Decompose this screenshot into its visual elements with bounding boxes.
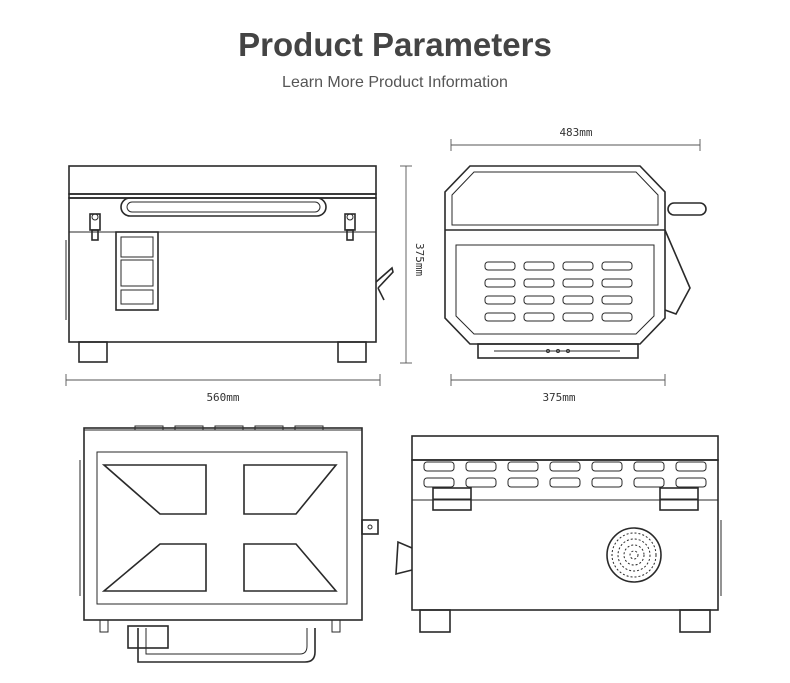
side-view <box>444 165 707 359</box>
side-width-dimension <box>450 374 666 386</box>
front-width-dimension <box>65 374 381 386</box>
back-view <box>395 435 722 633</box>
back-vents <box>423 461 707 488</box>
front-width-label: 560mm <box>206 391 239 404</box>
height-dimension <box>400 165 412 364</box>
side-width-label: 375mm <box>542 391 575 404</box>
top-width-label: 483mm <box>559 126 592 139</box>
top-width-dimension <box>450 139 701 151</box>
height-label: 375mm <box>413 243 426 276</box>
page-title: Product Parameters <box>238 26 552 63</box>
page-subtitle: Learn More Product Information <box>282 74 508 91</box>
bottom-view <box>79 425 379 663</box>
side-vents <box>484 261 633 322</box>
front-view <box>65 165 394 363</box>
